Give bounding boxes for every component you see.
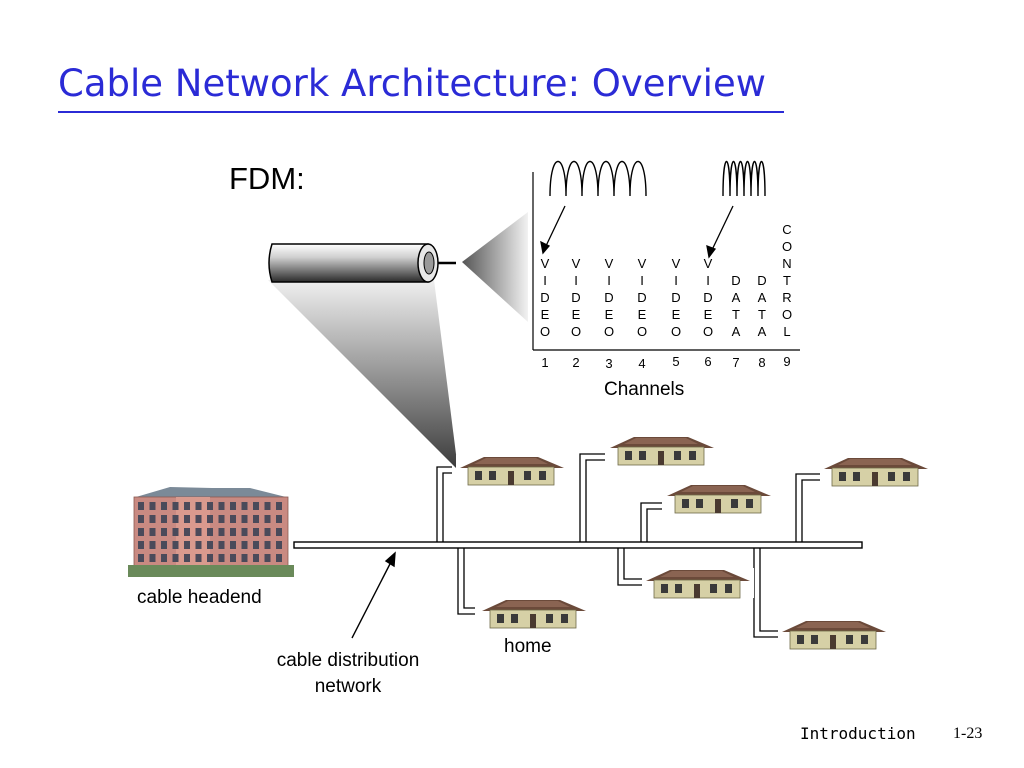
cable-distribution-network-label: cable distribution network — [255, 648, 441, 700]
channel-number-label: 6 — [704, 354, 711, 369]
fdm-label: FDM: — [229, 161, 305, 196]
zoom-cone — [268, 264, 458, 470]
footer-section-title: Introduction — [800, 724, 916, 743]
channel-number-label: 2 — [572, 355, 579, 370]
channel-number-label: 3 — [605, 356, 612, 371]
title-underline — [58, 111, 784, 113]
channel-number-label: 1 — [541, 355, 548, 370]
distribution-pointer-arrow — [351, 551, 396, 639]
home-house-icon — [641, 567, 755, 599]
home-house-icon — [605, 434, 719, 466]
channel-number-label: 4 — [638, 356, 645, 371]
low-frequency-wave — [549, 161, 647, 197]
distribution-label-line-1: cable distribution — [276, 650, 420, 671]
high-frequency-wave — [722, 160, 766, 197]
wave-to-channel-arrows — [540, 205, 734, 259]
branch-cables — [436, 453, 820, 638]
distribution-label-line-2: network — [314, 676, 382, 697]
zoom-fan — [462, 212, 528, 322]
channels-axis-label: Channels — [604, 379, 685, 400]
footer-page-number: 1-23 — [953, 725, 983, 742]
spectrum-axes — [532, 172, 800, 351]
channel-number-label: 5 — [672, 354, 679, 369]
cable-distribution-trunk — [293, 541, 863, 549]
home-label: home — [504, 636, 552, 657]
channel-number-label: 9 — [783, 354, 790, 369]
home-house-icon — [777, 618, 891, 650]
channel-number-label: 8 — [758, 355, 765, 370]
cable-headend-building-icon — [128, 487, 294, 578]
slide-title: Cable Network Architecture: Overview — [58, 62, 766, 105]
home-house-icon — [455, 454, 569, 486]
home-house-icon — [819, 455, 933, 487]
home-house-icon — [477, 597, 591, 629]
channel-number-label: 7 — [732, 355, 739, 370]
coax-cable-icon — [268, 243, 456, 283]
cable-headend-label: cable headend — [137, 587, 262, 608]
home-house-icon — [662, 482, 776, 514]
